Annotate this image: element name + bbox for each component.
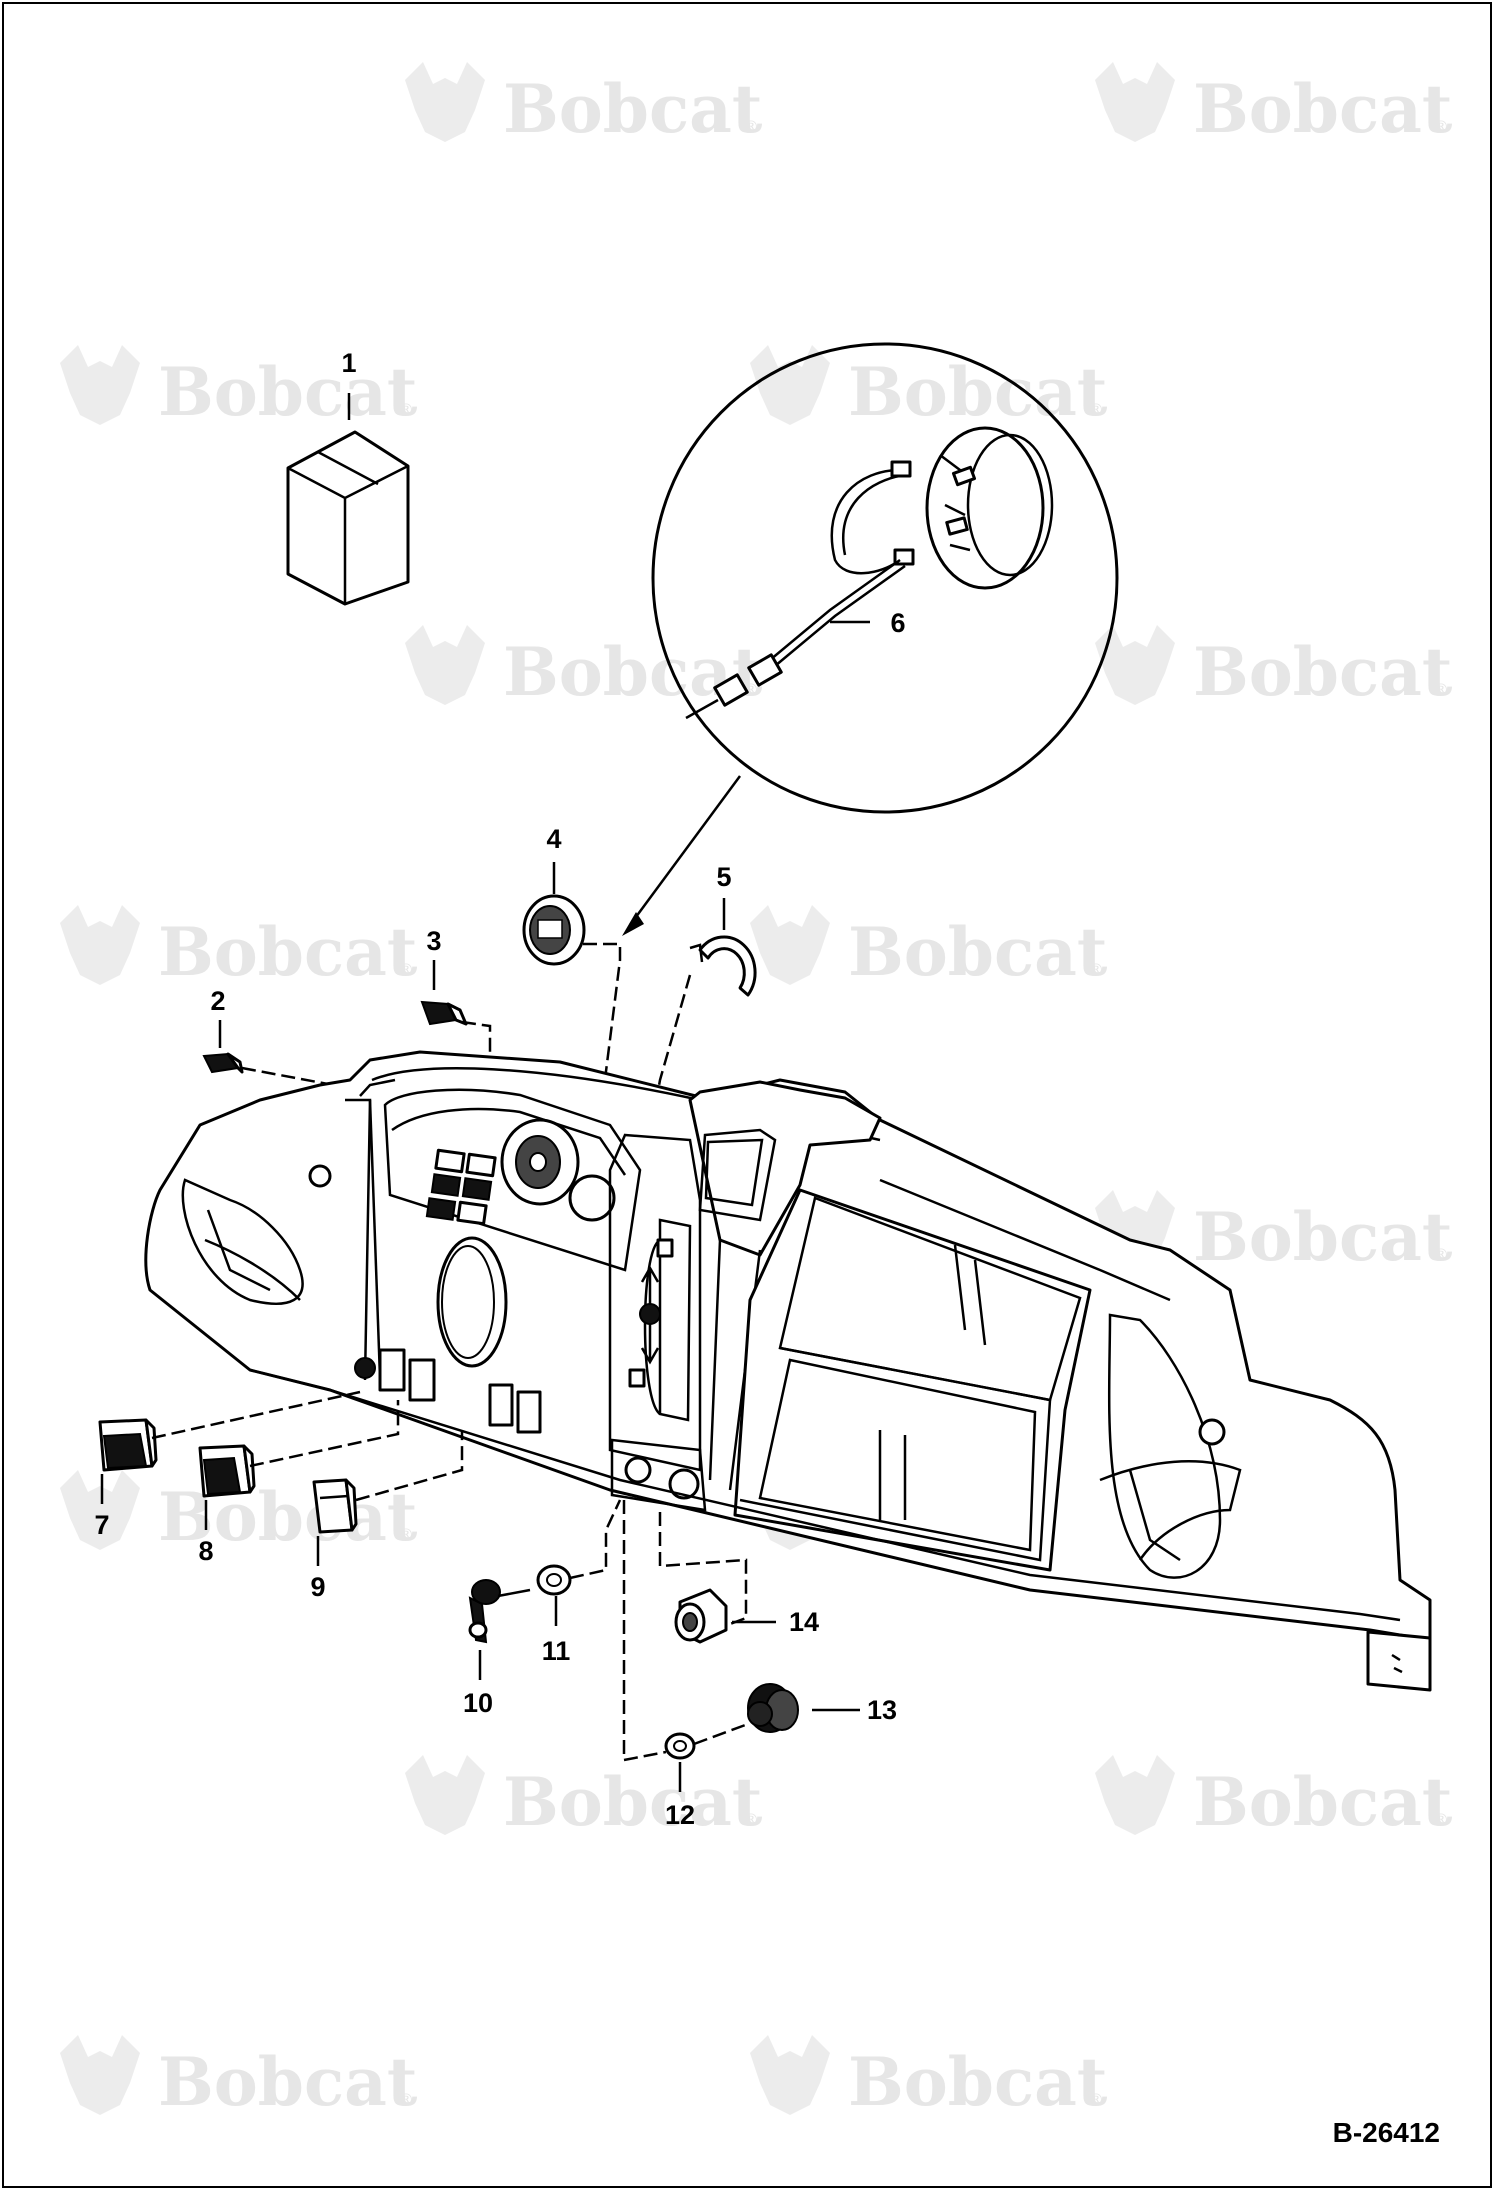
callout-13: 13 [867,1695,897,1725]
bobcat-logo-icon [405,625,485,705]
callout-6: 6 [890,608,905,638]
watermark: Bobcat ® [60,905,418,991]
watermark-brand: Bobcat [1193,633,1453,711]
watermark: Bobcat ® [405,625,763,711]
callout-9: 9 [310,1572,325,1602]
watermark-registered: ® [398,960,414,979]
bobcat-logo-icon [405,1755,485,1835]
watermark-registered: ® [1088,400,1104,419]
callout-10: 10 [463,1688,493,1718]
bobcat-logo-icon [750,2035,830,2115]
part-10-ignition-key [468,1579,531,1680]
watermark: Bobcat ® [405,1755,763,1841]
watermark-registered: ® [398,400,414,419]
part-2-indicator-switch [202,1020,361,1092]
watermark-registered: ® [1433,1810,1449,1829]
watermark-registered: ® [1088,960,1104,979]
callout-14: 14 [789,1607,819,1637]
watermark-brand: Bobcat [503,70,763,148]
watermark-registered: ® [743,680,759,699]
watermark: Bobcat ® [750,345,1108,431]
watermark-brand: Bobcat [1193,1763,1453,1841]
watermark: Bobcat ® [1095,625,1453,711]
watermark-registered: ® [398,2090,414,2109]
watermark-brand: Bobcat [158,913,418,991]
document-number: B-26412 [1333,2117,1440,2148]
bobcat-logo-icon [60,1470,140,1550]
bobcat-logo-icon [750,345,830,425]
bobcat-logo-icon [60,905,140,985]
watermark: Bobcat ® [60,345,418,431]
watermark: Bobcat ® [750,905,1108,991]
part-9-switch-blank [312,1430,464,1566]
part-8-rocker-switch [198,1400,400,1530]
watermark: Bobcat ® [1095,1190,1453,1276]
watermark-brand: Bobcat [158,353,418,431]
watermark-brand: Bobcat [503,1763,763,1841]
watermark-registered: ® [1433,1245,1449,1264]
watermark: Bobcat ® [750,2035,1108,2121]
watermark-registered: ® [1433,117,1449,136]
detail-circle-gauge-harness [622,342,1119,936]
watermark-registered: ® [1433,680,1449,699]
watermark-brand: Bobcat [158,1478,418,1556]
bobcat-logo-icon [1095,1755,1175,1835]
watermark-registered: ® [743,1810,759,1829]
bobcat-logo-icon [405,62,485,142]
callout-labels: 1 2 3 4 5 6 7 8 9 10 11 12 13 14 [94,348,905,1830]
callout-5: 5 [716,862,731,892]
callout-7: 7 [94,1510,109,1540]
indicator-lamp-cluster [425,1148,497,1226]
callout-8: 8 [198,1536,213,1566]
part-13-cap [747,1683,860,1733]
watermark-brand: Bobcat [848,913,1108,991]
callout-4: 4 [546,824,561,854]
part-1-kit-box [286,393,410,606]
watermark-brand: Bobcat [848,353,1108,431]
callout-11: 11 [542,1636,571,1666]
watermark-brand: Bobcat [848,2043,1108,2121]
watermark-registered: ® [743,117,759,136]
watermark-brand: Bobcat [1193,70,1453,148]
part-7-rocker-switch [98,1390,361,1504]
watermark: Bobcat ® [405,62,763,148]
callout-3: 3 [426,926,441,956]
bobcat-logo-icon [1095,62,1175,142]
dashboard-panel [144,1050,1432,1692]
callout-2: 2 [210,986,225,1016]
watermark: Bobcat ® [1095,62,1453,148]
watermark-registered: ® [1088,2090,1104,2109]
part-12-washer [622,1500,749,1792]
bobcat-logo-icon [60,345,140,425]
part-11-nut [536,1499,622,1626]
part-14-power-outlet [658,1512,776,1644]
watermark-brand: Bobcat [158,2043,418,2121]
watermark: Bobcat ® [60,1470,418,1556]
bobcat-logo-icon [750,905,830,985]
part-4-gauge [522,862,622,1263]
callout-12: 12 [665,1800,695,1830]
watermark: Bobcat ® [60,2035,418,2121]
watermark-brand: Bobcat [1193,1198,1453,1276]
watermark-registered: ® [398,1525,414,1544]
bobcat-logo-icon [60,2035,140,2115]
callout-1: 1 [341,348,356,378]
watermark: Bobcat ® [1095,1755,1453,1841]
bobcat-logo-icon [1095,625,1175,705]
